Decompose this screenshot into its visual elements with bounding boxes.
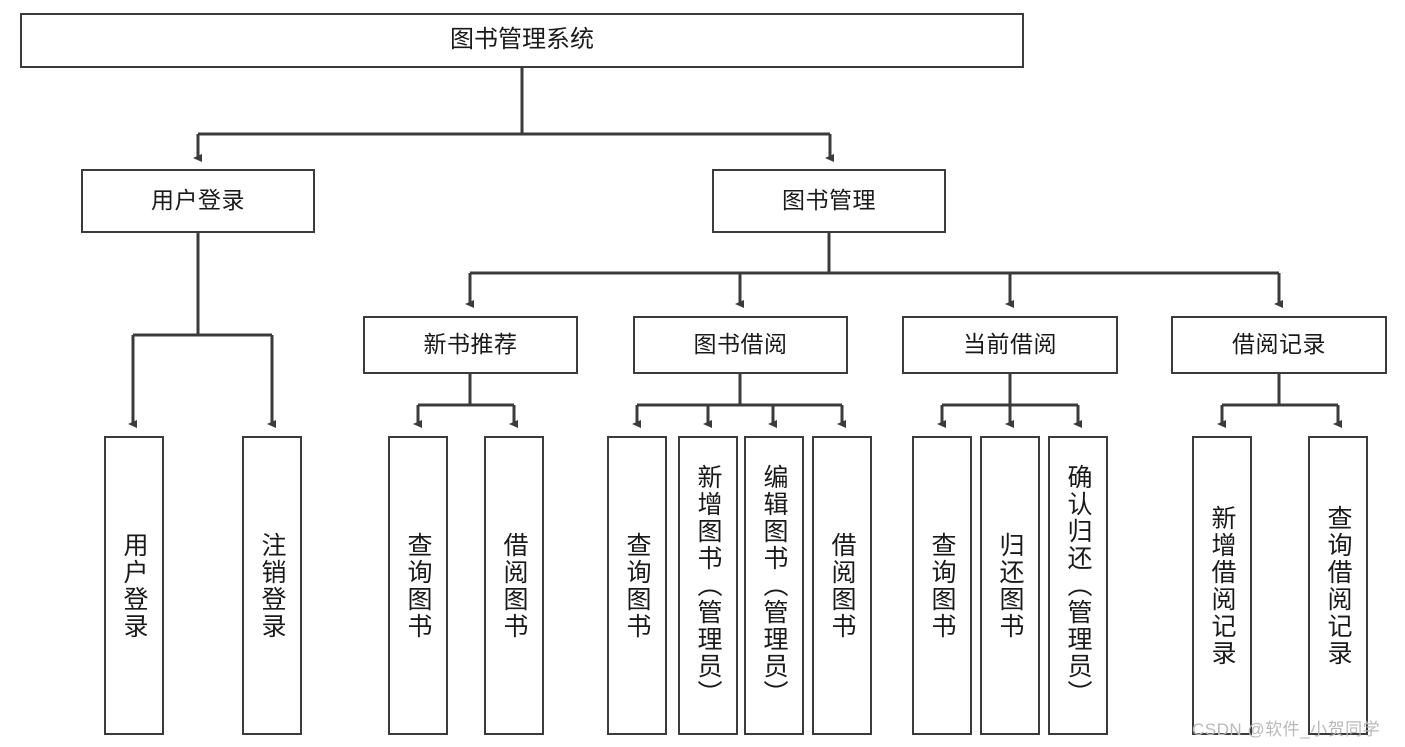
leaf-return-book[interactable]: 归还图书 bbox=[980, 436, 1040, 735]
leaf-query-book-borrow[interactable]: 查询图书 bbox=[607, 436, 667, 735]
leaf-edit-book[interactable]: 编辑图书（管理员） bbox=[744, 436, 804, 735]
node-book-borrow[interactable]: 图书借阅 bbox=[633, 316, 848, 374]
leaf-borrow-book-recommend[interactable]: 借阅图书 bbox=[484, 436, 544, 735]
watermark-text: CSDN @软件_小贺同学 bbox=[1192, 720, 1381, 739]
node-current-borrow[interactable]: 当前借阅 bbox=[902, 316, 1118, 374]
node-user-login[interactable]: 用户登录 bbox=[81, 169, 315, 233]
leaf-query-borrow-record[interactable]: 查询借阅记录 bbox=[1308, 436, 1368, 735]
leaf-query-book-recommend[interactable]: 查询图书 bbox=[388, 436, 448, 735]
leaf-add-book[interactable]: 新增图书（管理员） bbox=[678, 436, 738, 735]
node-new-book-recommend[interactable]: 新书推荐 bbox=[363, 316, 578, 374]
leaf-confirm-return[interactable]: 确认归还（管理员） bbox=[1048, 436, 1108, 735]
node-borrow-record[interactable]: 借阅记录 bbox=[1171, 316, 1387, 374]
leaf-user-login[interactable]: 用户登录 bbox=[104, 436, 164, 735]
node-book-management[interactable]: 图书管理 bbox=[712, 169, 946, 233]
node-root[interactable]: 图书管理系统 bbox=[20, 13, 1024, 68]
leaf-query-book-current[interactable]: 查询图书 bbox=[912, 436, 972, 735]
leaf-add-borrow-record[interactable]: 新增借阅记录 bbox=[1192, 436, 1252, 735]
leaf-borrow-book[interactable]: 借阅图书 bbox=[812, 436, 872, 735]
leaf-logout-login[interactable]: 注销登录 bbox=[242, 436, 302, 735]
